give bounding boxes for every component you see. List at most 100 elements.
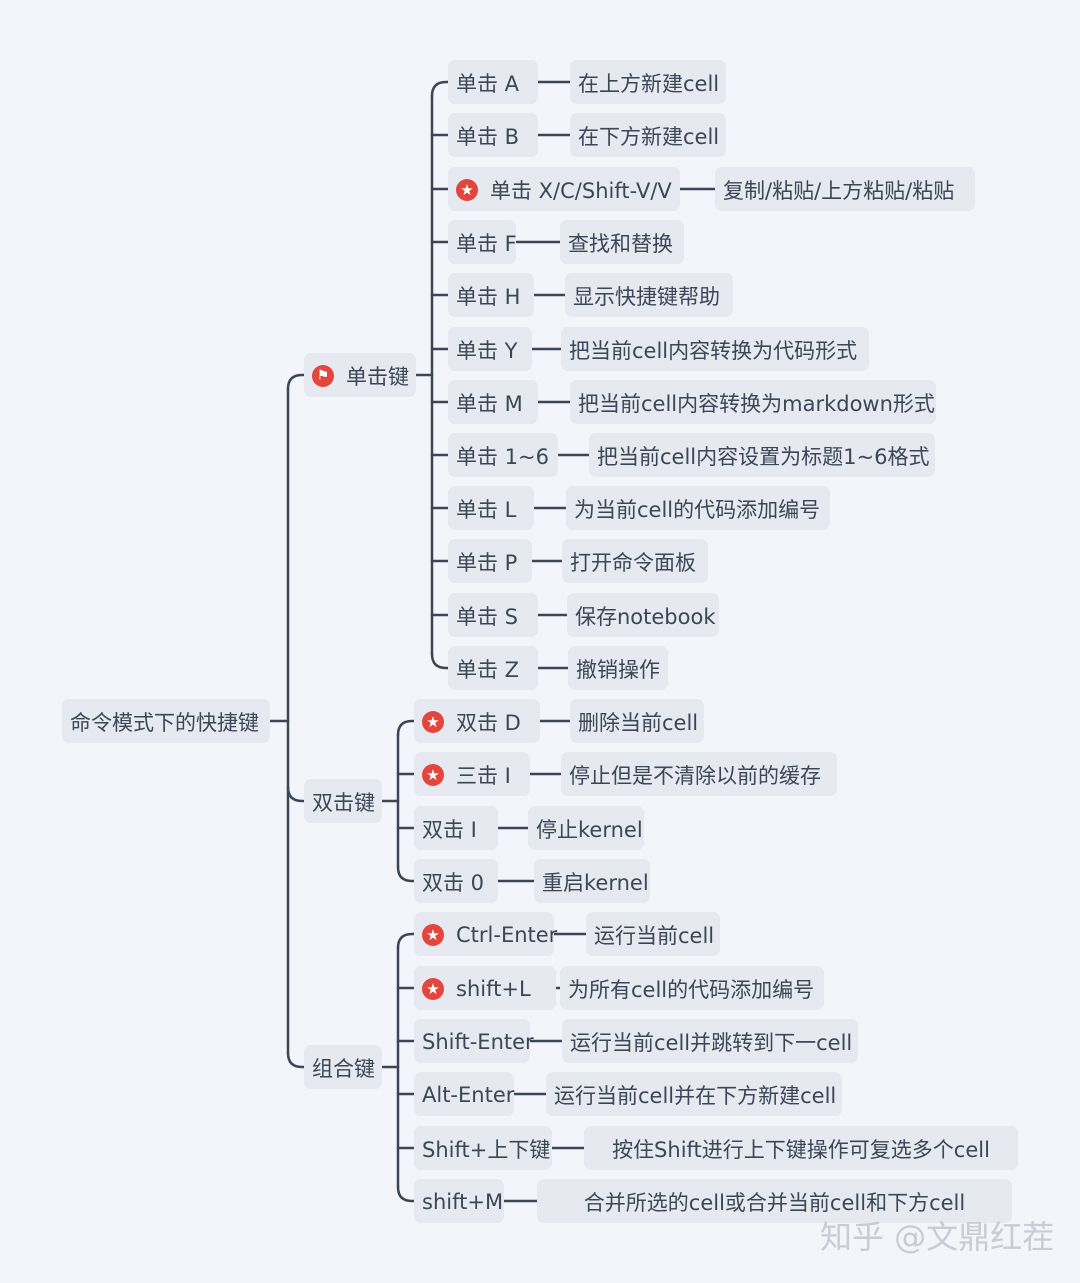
shortcut-description[interactable]: 运行当前cell并跳转到下一cell xyxy=(562,1019,858,1063)
shortcut-description-label: 运行当前cell并在下方新建cell xyxy=(554,1084,837,1108)
flag-icon: ⚑ xyxy=(312,365,334,387)
shortcut-key[interactable]: 单击 M xyxy=(448,380,538,424)
shortcut-description-label: 把当前cell内容设置为标题1~6格式 xyxy=(597,445,930,469)
group-connector-2 xyxy=(286,1051,306,1069)
group-node-1-label: 双击键 xyxy=(312,791,375,815)
star-icon: ★ xyxy=(422,764,444,786)
shortcut-description[interactable]: 查找和替换 xyxy=(560,220,684,264)
shortcut-description-label: 复制/粘贴/上方粘贴/粘贴 xyxy=(723,179,955,203)
shortcut-description[interactable]: 删除当前cell xyxy=(570,699,704,743)
shortcut-key[interactable]: Shift-Enter xyxy=(414,1019,534,1063)
shortcut-key[interactable]: 单击 A xyxy=(448,60,538,104)
shortcut-description-label: 运行当前cell并跳转到下一cell xyxy=(570,1031,853,1055)
shortcut-description-label: 运行当前cell xyxy=(594,924,715,948)
shortcut-key-label: 单击 M xyxy=(456,392,523,416)
shortcut-description[interactable]: 把当前cell内容设置为标题1~6格式 xyxy=(589,433,935,477)
root-node-label: 命令模式下的快捷键 xyxy=(70,711,259,735)
shortcut-key-label: 单击 Z xyxy=(456,658,520,682)
shortcut-key-label: Shift-Enter xyxy=(422,1030,534,1054)
shortcut-key-label: 双击 0 xyxy=(422,871,485,895)
group-connector-1 xyxy=(286,785,306,803)
shortcut-key-label: Shift+上下键 xyxy=(422,1138,551,1162)
shortcut-key-label: 单击 Y xyxy=(456,339,518,363)
shortcut-key-label: 单击 A xyxy=(456,72,520,96)
group-connector-0 xyxy=(286,373,306,391)
shortcut-key[interactable]: Alt-Enter xyxy=(414,1072,514,1116)
item-connector-1-0 xyxy=(396,719,416,737)
shortcut-key[interactable]: 单击 Z xyxy=(448,646,538,690)
shortcut-description[interactable]: 运行当前cell xyxy=(586,912,720,956)
group-node-2-label: 组合键 xyxy=(312,1057,375,1081)
shortcut-description[interactable]: 把当前cell内容转换为代码形式 xyxy=(561,327,869,371)
shortcut-key-label: Alt-Enter xyxy=(422,1083,515,1107)
star-icon: ★ xyxy=(422,924,444,946)
shortcut-key-label: 单击 P xyxy=(456,551,518,575)
shortcut-description[interactable]: 撤销操作 xyxy=(568,646,668,690)
shortcut-key[interactable]: 单击 Y xyxy=(448,327,532,371)
shortcut-description[interactable]: 重启kernel xyxy=(534,859,650,903)
shortcut-description[interactable]: 停止但是不清除以前的缓存 xyxy=(561,752,837,796)
shortcut-key[interactable]: 单击 H xyxy=(448,273,534,317)
item-connector-0-11 xyxy=(430,652,450,670)
group-node-0-label: 单击键 xyxy=(346,365,409,389)
group-node-1[interactable]: 双击键 xyxy=(304,779,382,823)
shortcut-description-label: 删除当前cell xyxy=(578,711,699,735)
shortcut-key-label: 单击 L xyxy=(456,498,517,522)
shortcut-description[interactable]: 为所有cell的代码添加编号 xyxy=(560,966,824,1010)
shortcut-description-label: 保存notebook xyxy=(575,605,716,629)
shortcut-description-label: 在下方新建cell xyxy=(578,125,720,149)
shortcut-key[interactable]: Shift+上下键 xyxy=(414,1126,552,1170)
shortcut-description[interactable]: 为当前cell的代码添加编号 xyxy=(566,486,830,530)
shortcut-key[interactable]: ★单击 X/C/Shift-V/V xyxy=(448,167,680,211)
shortcut-description-label: 为当前cell的代码添加编号 xyxy=(574,498,821,522)
group-node-0[interactable]: ⚑ 单击键 xyxy=(304,353,416,397)
shortcut-description[interactable]: 合并所选的cell或合并当前cell和下方cell xyxy=(537,1179,1012,1223)
shortcut-key-label: 单击 H xyxy=(456,285,521,309)
shortcut-key[interactable]: ★ Ctrl-Enter xyxy=(414,912,558,956)
shortcut-key-label: 双击 D xyxy=(456,711,521,735)
shortcut-key[interactable]: 单击 P xyxy=(448,539,532,583)
shortcut-key[interactable]: ★shift+L xyxy=(414,966,556,1010)
shortcut-description[interactable]: 保存notebook xyxy=(567,593,719,637)
shortcut-description[interactable]: 把当前cell内容转换为markdown形式 xyxy=(570,380,936,424)
shortcut-key[interactable]: 双击 0 xyxy=(414,859,498,903)
shortcut-description[interactable]: 运行当前cell并在下方新建cell xyxy=(546,1072,842,1116)
shortcut-key[interactable]: 双击 I xyxy=(414,806,498,850)
shortcut-description-label: 把当前cell内容转换为markdown形式 xyxy=(578,392,935,416)
shortcut-description[interactable]: 打开命令面板 xyxy=(562,539,708,583)
shortcut-key-label: 双击 I xyxy=(422,818,477,842)
shortcut-key-label: shift+M xyxy=(422,1190,504,1214)
shortcut-key-label: Ctrl-Enter xyxy=(456,923,558,947)
shortcut-description-label: 撤销操作 xyxy=(576,658,660,682)
shortcut-description-label: 在上方新建cell xyxy=(578,72,720,96)
group-node-2[interactable]: 组合键 xyxy=(304,1045,382,1089)
shortcut-description[interactable]: 显示快捷键帮助 xyxy=(565,273,733,317)
shortcut-key[interactable]: ★ 双击 D xyxy=(414,699,540,743)
shortcut-key[interactable]: 单击 S xyxy=(448,593,538,637)
shortcut-description[interactable]: 在下方新建cell xyxy=(570,113,726,157)
shortcut-description-label: 重启kernel xyxy=(542,871,649,895)
shortcut-key[interactable]: shift+M xyxy=(414,1179,504,1223)
root-node[interactable]: 命令模式下的快捷键 xyxy=(62,699,270,743)
star-icon: ★ xyxy=(422,711,444,733)
shortcut-key[interactable]: 单击 B xyxy=(448,113,538,157)
shortcut-key-label: 单击 F xyxy=(456,232,517,256)
shortcut-key-label: 单击 1~6 xyxy=(456,445,549,469)
star-icon: ★ xyxy=(456,179,478,201)
shortcut-key[interactable]: 单击 L xyxy=(448,486,534,530)
shortcut-description[interactable]: 在上方新建cell xyxy=(570,60,726,104)
item-connector-2-5 xyxy=(396,1185,416,1203)
shortcut-key-label: shift+L xyxy=(456,977,531,1001)
shortcut-key[interactable]: 单击 F xyxy=(448,220,517,264)
item-connector-0-0 xyxy=(430,80,450,98)
shortcut-key[interactable]: 单击 1~6 xyxy=(448,433,558,477)
shortcut-description[interactable]: 停止kernel xyxy=(528,806,644,850)
shortcut-description[interactable]: 按住Shift进行上下键操作可复选多个cell xyxy=(584,1126,1018,1170)
shortcut-key-label: 单击 S xyxy=(456,605,519,629)
watermark: 知乎 @文鼎红茬 xyxy=(820,1218,1055,1256)
shortcut-key[interactable]: ★三击 I xyxy=(414,752,530,796)
shortcut-description-label: 显示快捷键帮助 xyxy=(573,285,720,309)
item-connector-1-3 xyxy=(396,865,416,883)
shortcut-description-label: 合并所选的cell或合并当前cell和下方cell xyxy=(583,1191,966,1215)
shortcut-description[interactable]: 复制/粘贴/上方粘贴/粘贴 xyxy=(715,167,975,211)
